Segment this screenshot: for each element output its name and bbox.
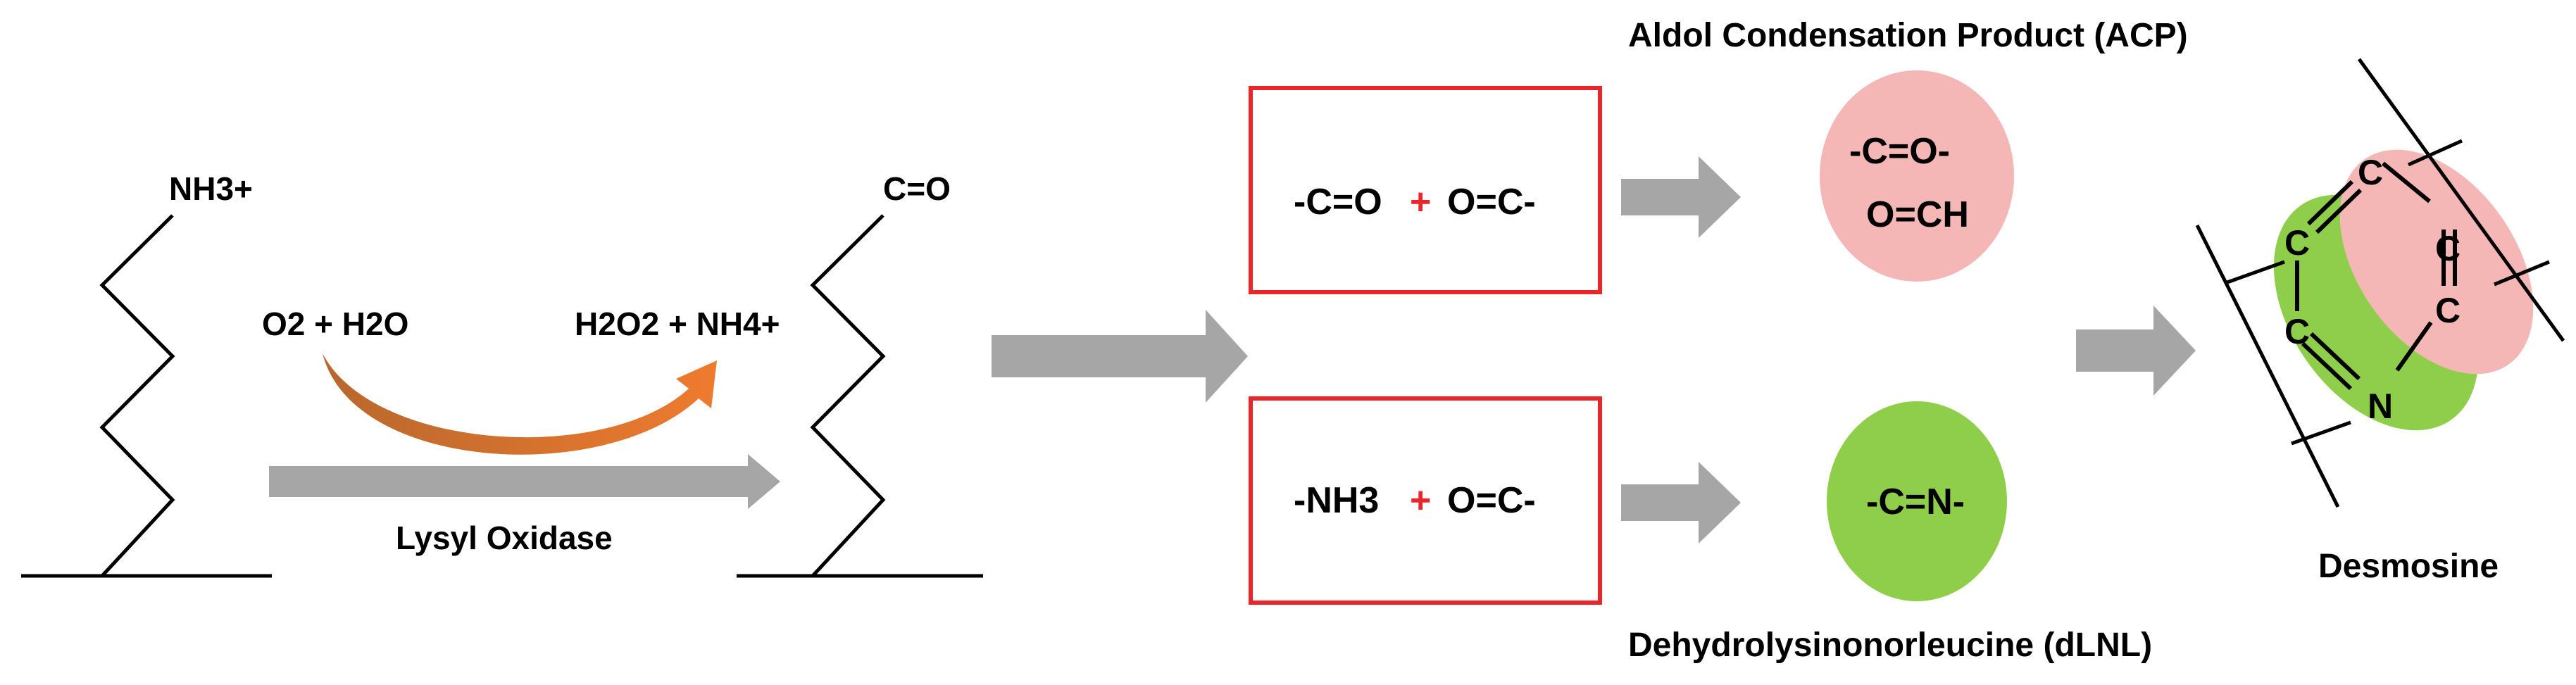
reactant-aldehyde-left: -C=O xyxy=(1294,182,1382,222)
dlnl-oval: -C=N- xyxy=(1827,401,2007,601)
zigzag-chain-icon xyxy=(99,214,175,577)
gray-block-arrow-icon xyxy=(1621,462,1741,543)
enzyme-label: Lysyl Oxidase xyxy=(396,520,613,556)
desmosine-structure: C C C C C N xyxy=(2195,58,2565,508)
acp-oval: -C=O- O=CH xyxy=(1820,70,2014,282)
ring-atom-n: N xyxy=(2368,387,2393,426)
aldehyde-reaction-box: -C=O + O=C- xyxy=(1249,86,1602,294)
amine-reaction-box: -NH3 + O=C- xyxy=(1249,396,1602,605)
acp-line-2: O=CH xyxy=(1866,194,1969,235)
ring-atom-c1: C xyxy=(2284,223,2310,263)
ring-atom-c3: C xyxy=(2435,229,2461,268)
dlnl-imine: -C=N- xyxy=(1866,482,1965,522)
reactants-label: O2 + H2O xyxy=(262,306,408,342)
ring-atom-c2: C xyxy=(2358,153,2383,192)
lysine-amine-label: NH3+ xyxy=(169,170,253,207)
ring-atom-c5: C xyxy=(2284,312,2310,351)
acp-title: Aldol Condensation Product (ACP) xyxy=(1628,17,2188,54)
allysine-carbonyl-label: C=O xyxy=(883,170,951,207)
gray-block-arrow-icon xyxy=(1621,156,1741,238)
desmosine-label: Desmosine xyxy=(2318,548,2499,585)
dlnl-title: Dehydrolysinonorleucine (dLNL) xyxy=(1628,627,2152,664)
plus-sign: + xyxy=(1410,182,1431,222)
reactant-aldehyde-right: O=C- xyxy=(1447,182,1536,222)
gray-block-arrow-icon xyxy=(2076,306,2196,396)
curved-orange-arrow-icon xyxy=(323,353,717,455)
reactant-amine-left: -NH3 xyxy=(1294,480,1379,521)
acp-line-1: -C=O- xyxy=(1849,131,1950,172)
gray-block-arrow-icon xyxy=(992,310,1248,403)
pink-region xyxy=(2339,149,2534,375)
ring-atom-c4: C xyxy=(2435,291,2461,330)
zigzag-chain-icon xyxy=(810,214,886,577)
lysine-side-chain: NH3+ xyxy=(21,170,272,578)
reactant-aldehyde-right: O=C- xyxy=(1447,480,1536,521)
plus-sign: + xyxy=(1410,480,1431,521)
gray-block-arrow-icon xyxy=(269,454,780,509)
allysine-side-chain: C=O xyxy=(737,170,983,578)
products-label: H2O2 + NH4+ xyxy=(575,306,780,342)
